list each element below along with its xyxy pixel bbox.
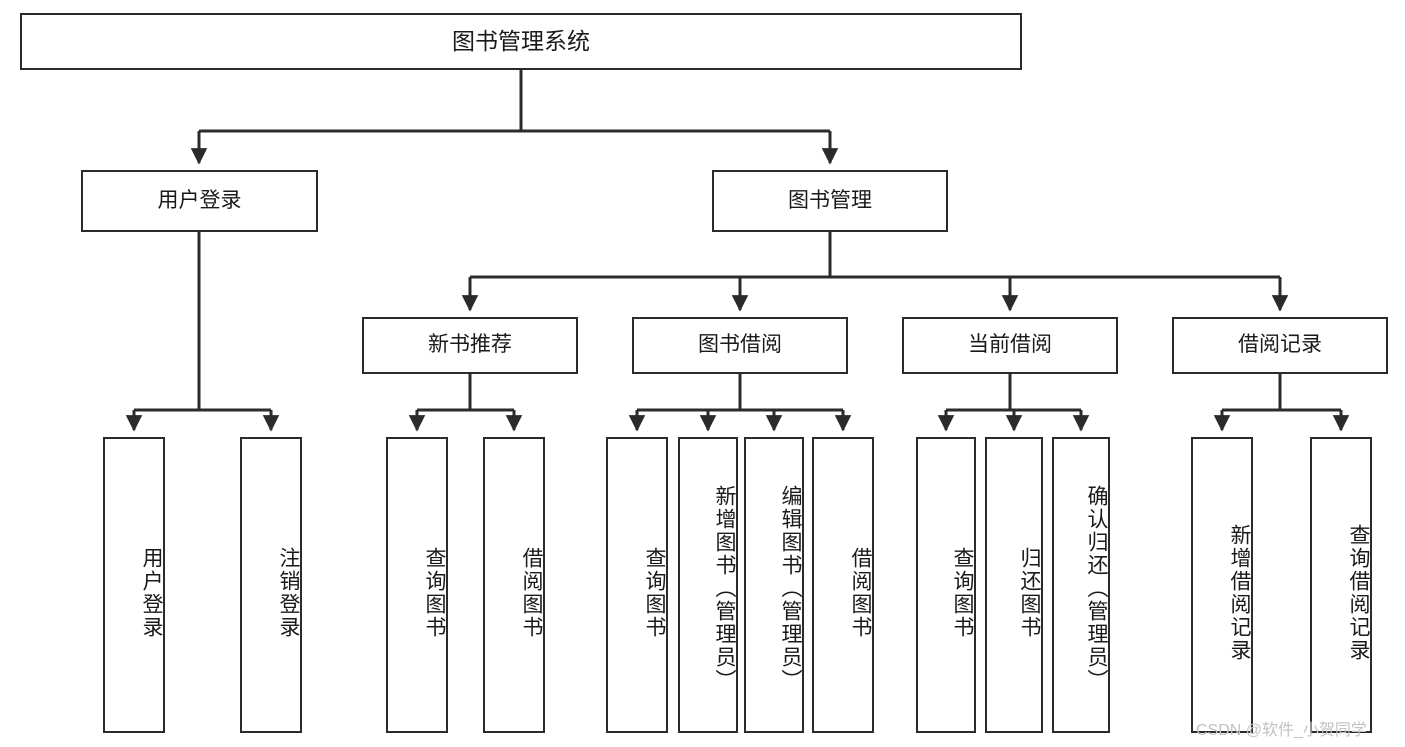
leaf-node[interactable]: 查询图书 xyxy=(606,437,668,733)
leaf-node[interactable]: 借阅图书 xyxy=(812,437,874,733)
leaf-node[interactable]: 查询图书 xyxy=(916,437,976,733)
node-new-book-recommend[interactable]: 新书推荐 xyxy=(362,317,578,374)
node-user-login[interactable]: 用户登录 xyxy=(81,170,318,232)
leaf-node[interactable]: 注销登录 xyxy=(240,437,302,733)
leaf-node[interactable]: 借阅图书 xyxy=(483,437,545,733)
leaf-node[interactable]: 新增借阅记录 xyxy=(1191,437,1253,733)
leaf-node[interactable]: 新增图书（管理员） xyxy=(678,437,738,733)
leaf-node[interactable]: 确认归还（管理员） xyxy=(1052,437,1110,733)
leaf-node[interactable]: 用户登录 xyxy=(103,437,165,733)
node-book-management[interactable]: 图书管理 xyxy=(712,170,948,232)
csdn-watermark: CSDN @软件_小贺同学 xyxy=(1196,722,1367,739)
node-book-borrow[interactable]: 图书借阅 xyxy=(632,317,848,374)
node-root-system[interactable]: 图书管理系统 xyxy=(20,13,1022,70)
leaf-node[interactable]: 归还图书 xyxy=(985,437,1043,733)
leaf-node[interactable]: 查询借阅记录 xyxy=(1310,437,1372,733)
node-current-borrow[interactable]: 当前借阅 xyxy=(902,317,1118,374)
leaf-node[interactable]: 查询图书 xyxy=(386,437,448,733)
node-borrow-record[interactable]: 借阅记录 xyxy=(1172,317,1388,374)
leaf-node[interactable]: 编辑图书（管理员） xyxy=(744,437,804,733)
